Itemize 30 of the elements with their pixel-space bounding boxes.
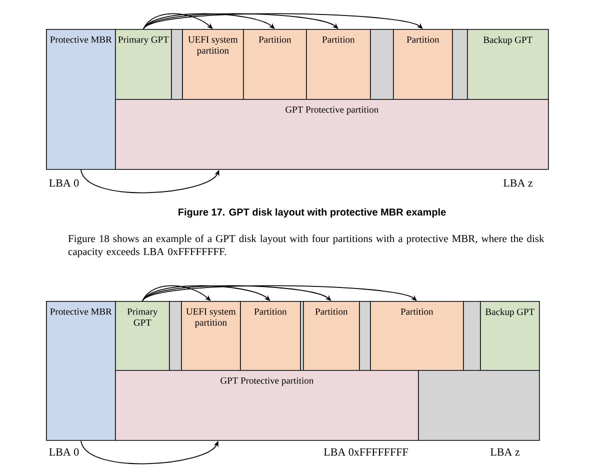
protective-partition-block: GPT Protective partition bbox=[115, 370, 419, 441]
arrow bbox=[80, 169, 220, 194]
partition-block: Partition bbox=[240, 300, 301, 371]
address-label: LBA 0xFFFFFFFF bbox=[324, 448, 408, 456]
partition-block: Partition bbox=[243, 29, 307, 100]
partition-block: Partition bbox=[393, 29, 453, 100]
partition-block: Partition bbox=[303, 300, 360, 371]
free-space-block bbox=[171, 29, 183, 100]
gpt-block: Primary GPT bbox=[115, 29, 172, 100]
partition-block: UEFI system partition bbox=[181, 300, 241, 371]
free-space-block bbox=[169, 300, 182, 371]
free-space-block bbox=[418, 370, 540, 441]
partition-block: Partition bbox=[306, 29, 371, 100]
address-label: LBA 0 bbox=[49, 179, 79, 187]
figure-caption: Figure 17. GPT disk layout with protective MBR example bbox=[178, 208, 446, 218]
mbr-block: Protective MBR bbox=[46, 300, 116, 441]
gpt-block: Backup GPT bbox=[467, 29, 549, 100]
arrow bbox=[80, 440, 218, 464]
mbr-block: Protective MBR bbox=[46, 29, 116, 170]
paragraph: Figure 18 shows an example of a GPT disk layout with four partitions with a protective MBR, where the disk capacity exceeds LBA 0xFFFFFFFF. bbox=[68, 234, 544, 258]
free-space-block bbox=[370, 29, 394, 100]
gpt-block: Backup GPT bbox=[480, 300, 540, 371]
free-space-block bbox=[463, 300, 481, 371]
free-space-block bbox=[359, 300, 371, 371]
partition-block: UEFI system partition bbox=[182, 29, 244, 100]
partition-block: Partition bbox=[370, 300, 464, 371]
address-label: LBA 0 bbox=[49, 448, 79, 456]
protective-partition-block: GPT Protective partition bbox=[115, 99, 549, 170]
gpt-block: Primary GPT bbox=[115, 300, 170, 371]
free-space-block bbox=[452, 29, 468, 100]
